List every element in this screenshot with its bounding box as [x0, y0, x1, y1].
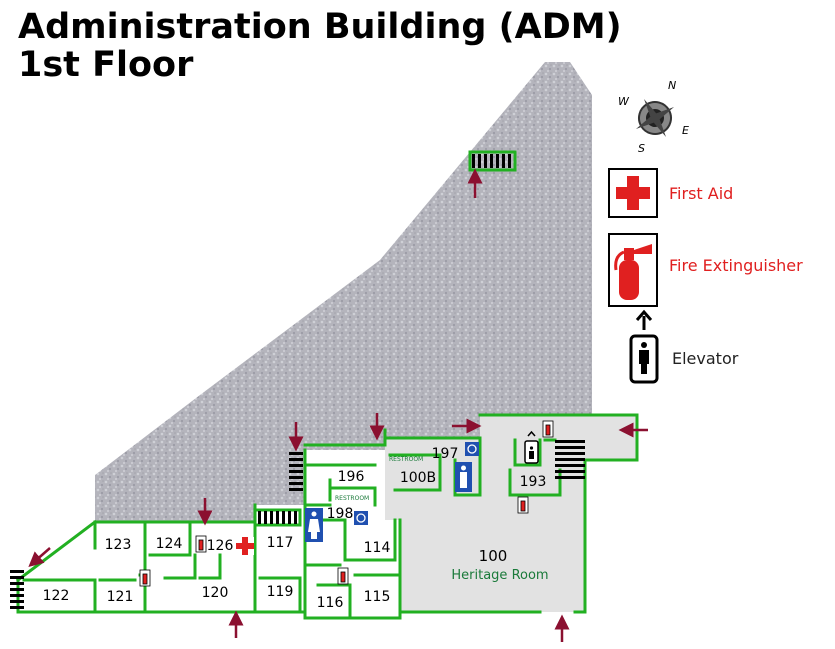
compass-s: S [638, 142, 645, 155]
room-120: 120 [202, 585, 229, 601]
restroom-icon [305, 508, 323, 542]
room-121: 121 [107, 589, 134, 605]
room-116: 116 [317, 595, 344, 611]
legend-fire-extinguisher-label: Fire Extinguisher [669, 256, 803, 275]
fire-extinguisher-icon [139, 420, 554, 587]
room-196: 196 [338, 469, 365, 485]
room-115: 115 [364, 589, 391, 605]
room-126: 126 [207, 538, 234, 554]
stair-left [10, 570, 24, 609]
stair-117 [258, 511, 297, 524]
elevator-icon [524, 430, 539, 464]
fire-extinguisher-icon [608, 233, 658, 307]
room-119: 119 [267, 584, 294, 600]
room-122: 122 [43, 588, 70, 604]
compass-n: N [668, 79, 676, 92]
stair-right [555, 440, 585, 479]
room-100-name: Heritage Room [451, 568, 548, 583]
stairs [10, 154, 585, 609]
legend-first-aid-label: First Aid [669, 184, 734, 203]
room-198: 198 [327, 506, 354, 522]
map-title-line1: Administration Building (ADM) [18, 7, 622, 47]
room-193: 193 [520, 474, 547, 490]
room-100b: 100B [400, 470, 436, 486]
room-123: 123 [105, 537, 132, 553]
compass-w: W [618, 95, 630, 108]
accessible-icon [354, 511, 368, 525]
accessible-icon [465, 442, 479, 456]
first-aid-icon [608, 168, 658, 218]
restroom-label: RESTROOM [335, 495, 369, 502]
room-124: 124 [156, 536, 183, 552]
entrance-arrow [28, 547, 51, 567]
compass-rose [635, 98, 675, 138]
room-117: 117 [267, 535, 294, 551]
compass-e: E [682, 124, 689, 137]
room-100: 100 [479, 547, 508, 565]
stair-top [472, 154, 511, 168]
elevator-icon [629, 309, 659, 384]
map-title-line2: 1st Floor [18, 45, 194, 85]
room-114: 114 [364, 540, 391, 556]
restroom-icon [455, 462, 472, 492]
room-197: 197 [432, 446, 459, 462]
restroom-label: RESTROOM [389, 456, 423, 463]
stair-middle [289, 452, 303, 491]
entrance-arrows [28, 168, 648, 642]
legend-elevator-label: Elevator [672, 349, 739, 368]
first-aid-icon [236, 537, 254, 555]
